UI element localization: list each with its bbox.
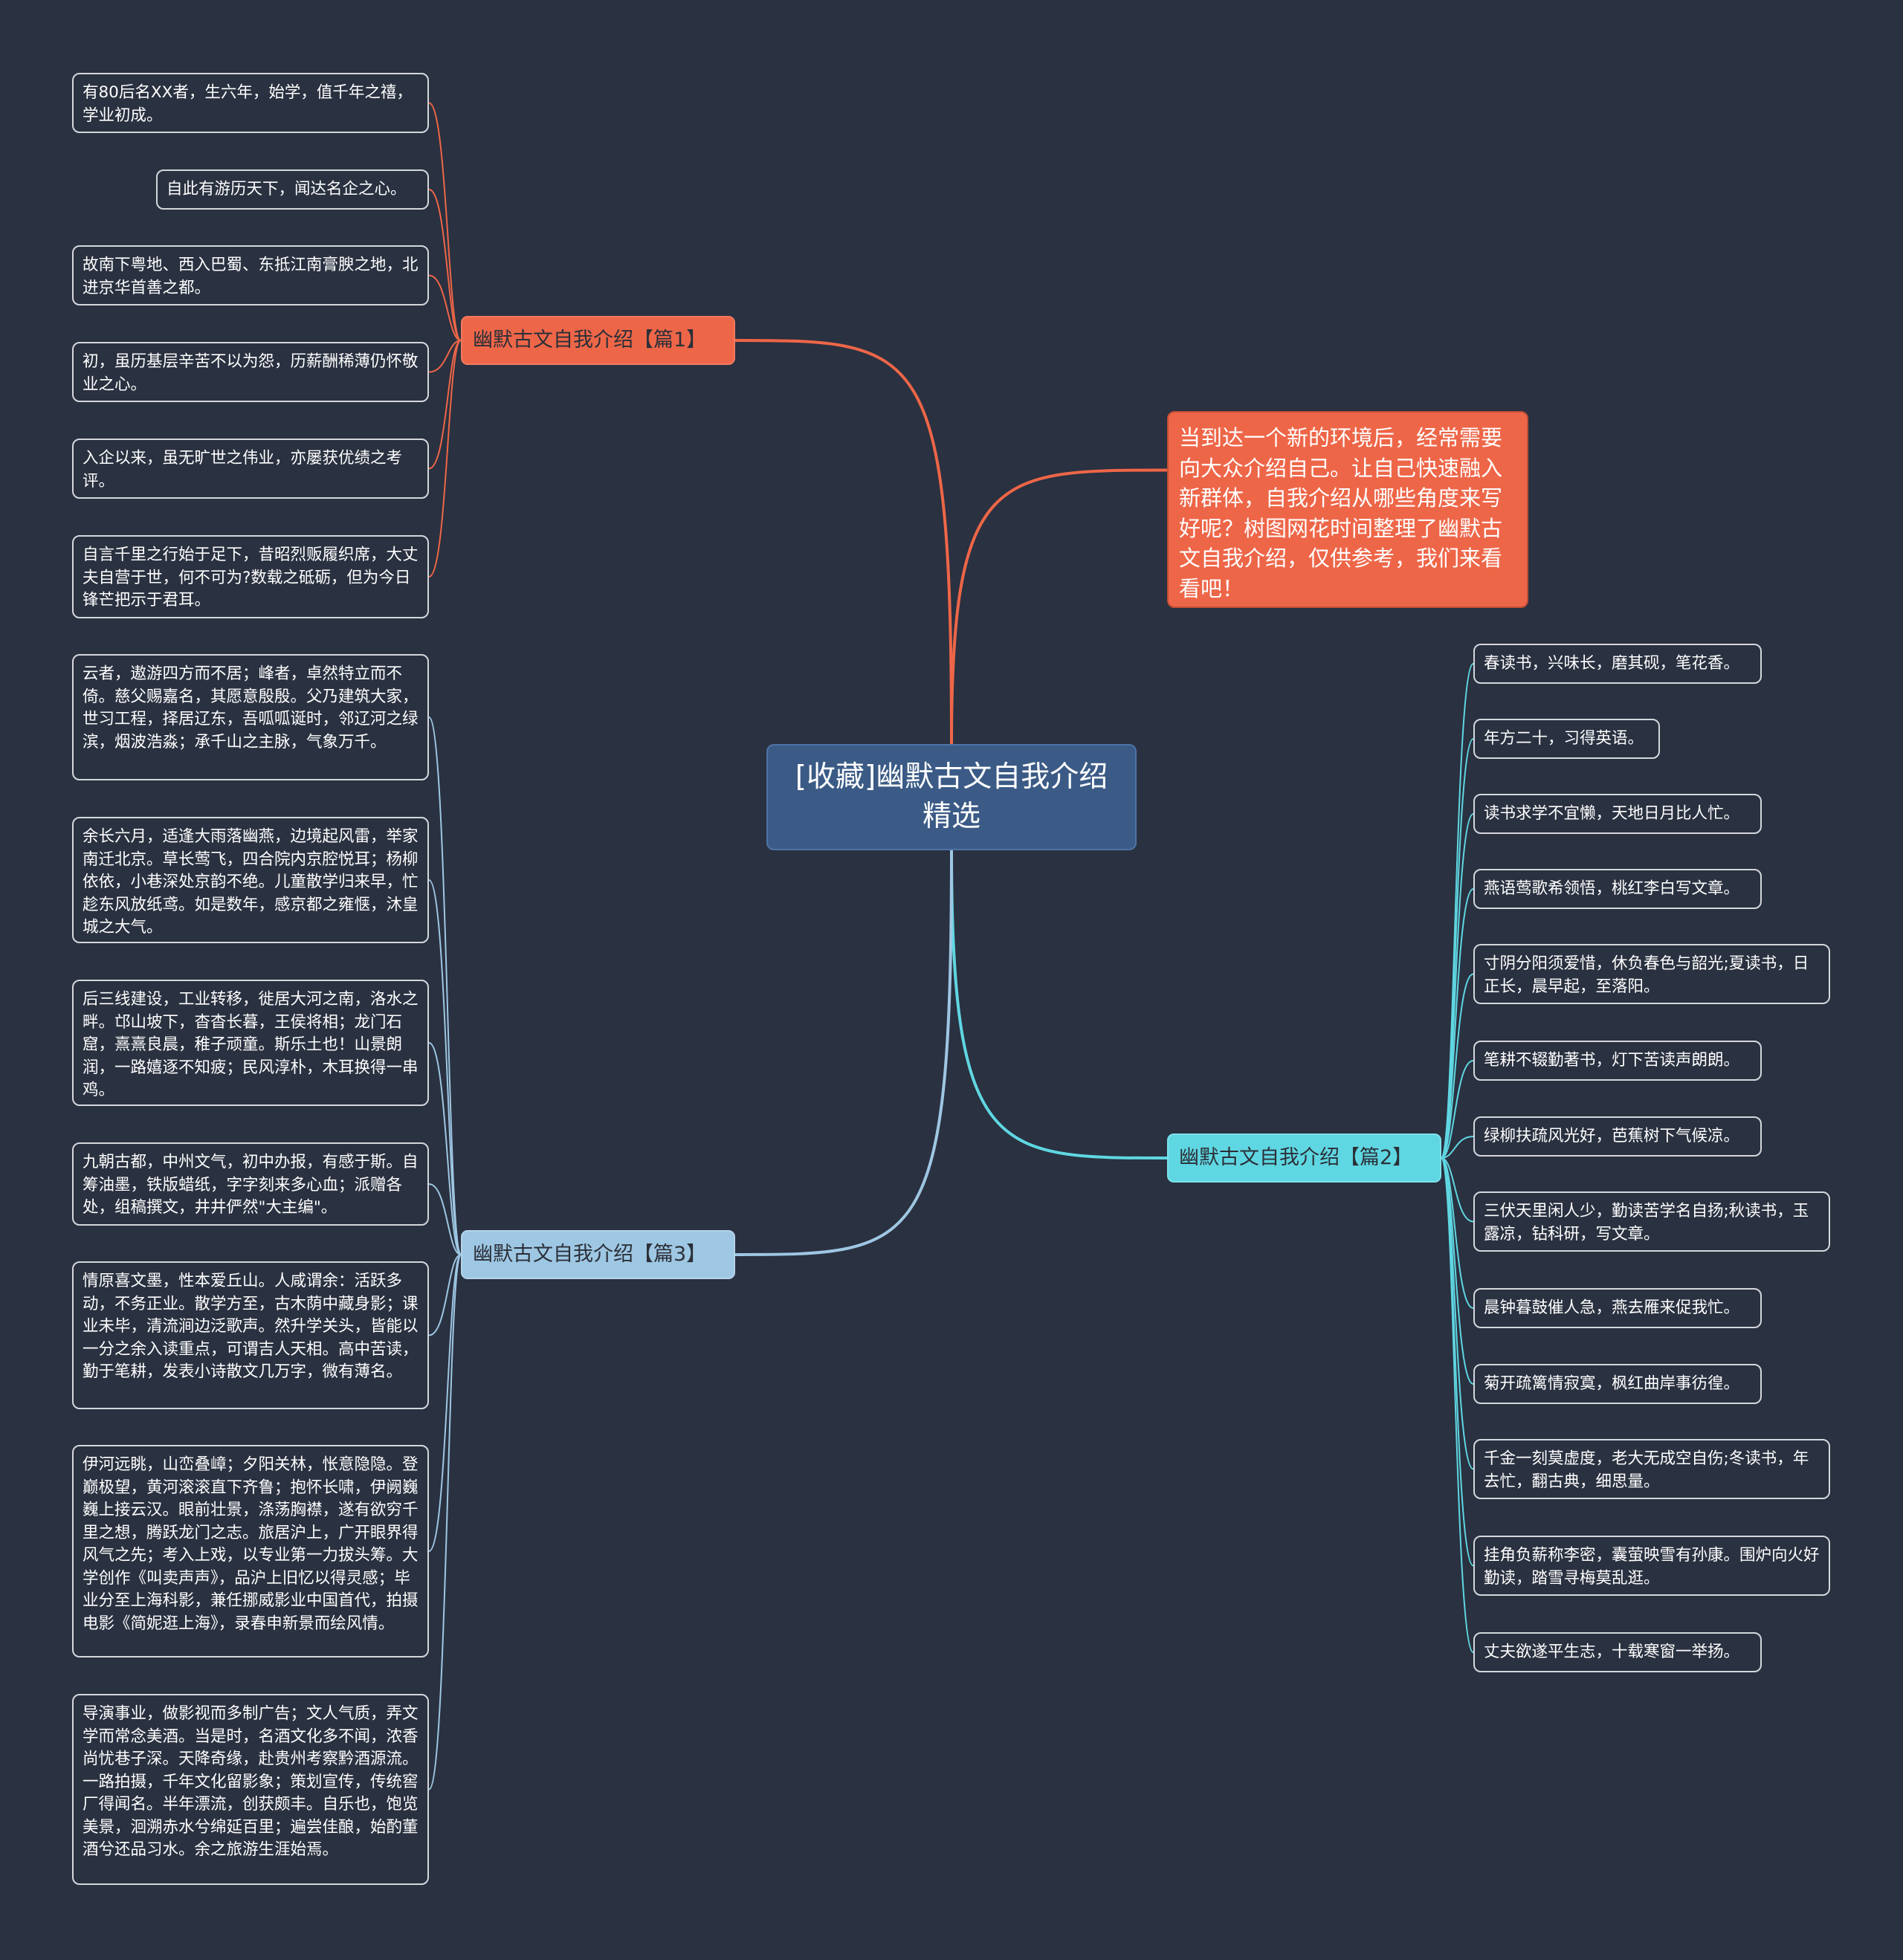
branch-1-item[interactable]: 自言千里之行始于足下，昔昭烈贩履织席，大丈夫自营于世，何不可为?数载之砥砺，但为… bbox=[72, 535, 429, 618]
link-branch-1-item-2 bbox=[428, 274, 462, 341]
root-title: [收藏]幽默古文自我介绍精选 bbox=[795, 760, 1108, 833]
branch-2-item[interactable]: 年方二十，习得英语。 bbox=[1473, 719, 1660, 759]
branch-2-item[interactable]: 千金一刻莫虚度，老大无成空自伤;冬读书，年去忙，翻古典，细思量。 bbox=[1473, 1439, 1830, 1499]
branch-3-item[interactable]: 导演事业，做影视而多制广告；文人气质，弄文学而常念美酒。当是时，名酒文化多不闻，… bbox=[72, 1694, 429, 1885]
branch-2-item[interactable]: 寸阴分阳须爱惜，休负春色与韶光;夏读书，日正长，晨早起，至落阳。 bbox=[1473, 944, 1830, 1004]
branch-2-item[interactable]: 挂角负薪称李密，囊萤映雪有孙康。围炉向火好勤读，踏雪寻梅莫乱逛。 bbox=[1473, 1536, 1830, 1596]
branch-2-item[interactable]: 读书求学不宜懒，天地日月比人忙。 bbox=[1473, 794, 1762, 834]
branch-2-item[interactable]: 绿柳扶疏风光好，芭蕉树下气候凉。 bbox=[1473, 1116, 1762, 1157]
branch-3-item[interactable]: 伊河远眺，山峦叠嶂；夕阳关林，怅意隐隐。登巅极望，黄河滚滚直下齐鲁；抱怀长啸，伊… bbox=[72, 1445, 429, 1657]
branch-1-item[interactable]: 初，虽历基层辛苦不以为怨，历薪酬稀薄仍怀敬业之心。 bbox=[72, 342, 429, 402]
link-branch-1-item-5 bbox=[428, 340, 462, 578]
branch-2-item[interactable]: 笔耕不辍勤著书，灯下苦读声朗朗。 bbox=[1473, 1041, 1762, 1081]
branch-2-item[interactable]: 三伏天里闲人少，勤读苦学名自扬;秋读书，玉露凉，钻科研，写文章。 bbox=[1473, 1191, 1830, 1252]
link-branch-1-item-4 bbox=[428, 340, 462, 470]
branch-1-item[interactable]: 有80后名XX者，生六年，始学，值千年之禧，学业初成。 bbox=[72, 73, 429, 133]
link-branch-3-item-0 bbox=[428, 717, 462, 1255]
link-root-branch-1 bbox=[734, 339, 953, 745]
root-topic[interactable]: [收藏]幽默古文自我介绍精选 bbox=[766, 744, 1137, 850]
link-branch-1-item-0 bbox=[428, 102, 462, 341]
branch-3-item[interactable]: 余长六月，适逢大雨落幽燕，边境起风雷，举家南迁北京。草长莺飞，四合院内京腔悦耳；… bbox=[72, 817, 429, 943]
link-branch-3-item-2 bbox=[428, 1042, 462, 1255]
branch-2-topic[interactable]: 幽默古文自我介绍【篇2】 bbox=[1167, 1133, 1441, 1183]
link-branch-3-item-5 bbox=[428, 1254, 462, 1552]
link-branch-3-item-3 bbox=[428, 1183, 462, 1255]
branch-3-item[interactable]: 云者，遨游四方而不居；峰者，卓然特立而不倚。慈父赐嘉名，其愿意殷殷。父乃建筑大家… bbox=[72, 654, 429, 780]
link-branch-2-item-7 bbox=[1441, 1157, 1474, 1223]
link-root-branch-3 bbox=[734, 849, 953, 1256]
branch-2-item[interactable]: 丈夫欲遂平生志，十载寒窗一举扬。 bbox=[1473, 1632, 1762, 1672]
link-branch-2-item-6 bbox=[1441, 1136, 1474, 1159]
branch-2-item[interactable]: 菊开疏篱情寂寞，枫红曲岸事彷徨。 bbox=[1473, 1364, 1762, 1404]
branch-1-item[interactable]: 自此有游历天下，闻达名企之心。 bbox=[156, 169, 429, 210]
link-branch-2-item-5 bbox=[1441, 1060, 1474, 1159]
branch-1-label: 幽默古文自我介绍【篇1】 bbox=[473, 328, 707, 352]
branch-1-topic[interactable]: 幽默古文自我介绍【篇1】 bbox=[461, 316, 735, 365]
link-branch-3-item-1 bbox=[428, 879, 462, 1255]
branch-1-item[interactable]: 故南下粤地、西入巴蜀、东抵江南膏腴之地，北进京华首善之都。 bbox=[72, 245, 429, 305]
link-branch-1-item-1 bbox=[428, 189, 462, 341]
link-branch-2-item-12 bbox=[1441, 1157, 1474, 1653]
link-branch-2-item-8 bbox=[1441, 1157, 1474, 1309]
branch-3-item[interactable]: 后三线建设，工业转移，徙居大河之南，洛水之畔。邙山坡下，杳杳长暮，王侯将相；龙门… bbox=[72, 980, 429, 1106]
link-root-intro bbox=[950, 468, 1169, 745]
branch-2-item[interactable]: 晨钟暮鼓催人急，燕去雁来促我忙。 bbox=[1473, 1288, 1762, 1328]
branch-1-item[interactable]: 入企以来，虽无旷世之伟业，亦屡获优绩之考评。 bbox=[72, 439, 429, 499]
branch-3-topic[interactable]: 幽默古文自我介绍【篇3】 bbox=[461, 1230, 735, 1279]
link-branch-2-item-4 bbox=[1441, 973, 1474, 1159]
branch-3-item[interactable]: 情原喜文墨，性本爱丘山。人咸谓余：活跃多动，不务正业。散学方至，古木荫中藏身影；… bbox=[72, 1261, 429, 1409]
branch-3-item[interactable]: 九朝古都，中州文气，初中办报，有感于斯。自筹油墨，铁版蜡纸，字字刻来多心血；派赠… bbox=[72, 1142, 429, 1226]
branch-2-item[interactable]: 春读书，兴味长，磨其砚，笔花香。 bbox=[1473, 644, 1762, 684]
branch-3-label: 幽默古文自我介绍【篇3】 bbox=[473, 1242, 707, 1266]
intro-text: 当到达一个新的环境后，经常需要向大众介绍自己。让自己快速融入新群体，自我介绍从哪… bbox=[1179, 425, 1503, 601]
branch-2-item[interactable]: 燕语莺歌希领悟，桃红李白写文章。 bbox=[1473, 869, 1762, 909]
intro-summary-node[interactable]: 当到达一个新的环境后，经常需要向大众介绍自己。让自己快速融入新群体，自我介绍从哪… bbox=[1167, 411, 1528, 608]
link-branch-3-item-4 bbox=[428, 1254, 462, 1336]
branch-2-label: 幽默古文自我介绍【篇2】 bbox=[1179, 1145, 1413, 1169]
link-root-branch-2 bbox=[950, 849, 1169, 1159]
link-branch-3-item-6 bbox=[428, 1254, 462, 1791]
link-branch-2-item-3 bbox=[1441, 888, 1474, 1159]
link-branch-1-item-3 bbox=[428, 340, 462, 373]
